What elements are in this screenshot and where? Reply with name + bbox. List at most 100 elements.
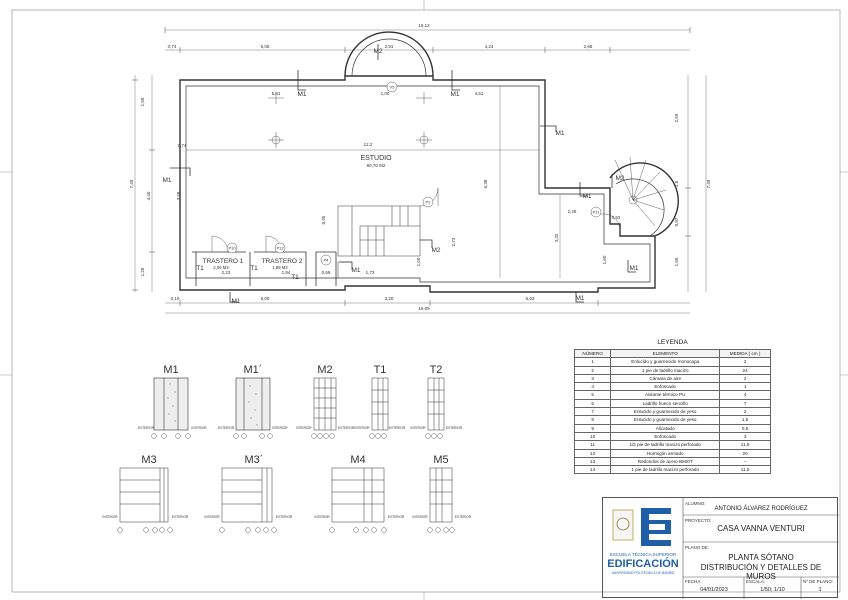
- legend-numero: 9: [573, 423, 612, 433]
- dim-inner-11: 0,95: [321, 215, 326, 224]
- dim-inner-12: 1,50: [416, 257, 421, 266]
- dim-overall-top: 16,12: [418, 23, 430, 28]
- dim-inner-10: 2,73: [451, 237, 456, 246]
- dim-inner-6: 6,38: [483, 179, 488, 188]
- dim-top-0: 0,74: [168, 44, 177, 49]
- school-line-2: EDIFICACIÓN: [607, 558, 679, 570]
- detail-t2-int: EXTERIOR: [446, 426, 463, 430]
- nplano-label: Nº DE PLANO:: [803, 579, 834, 584]
- detail-m5-int: EXTERIOR: [455, 515, 472, 519]
- legend-medida: 11,5: [719, 440, 771, 450]
- detail-m4-int: EXTERIOR: [388, 515, 405, 519]
- tag-t1-b: T1: [250, 265, 258, 272]
- dim-left-1: 7,49: [129, 179, 134, 188]
- legend-elemento: 1 pie de ladrillo macizo perforado: [610, 465, 721, 475]
- legend-medida: 0,5: [719, 423, 771, 433]
- dim-bottom-2: 3,20: [385, 296, 394, 301]
- door-tags: P2 P10 P12 P11 P4 V5: [226, 81, 602, 266]
- dim-right-3: 0,97: [674, 217, 679, 226]
- dim-left-0: 1,50: [140, 97, 145, 106]
- detail-m2-int: EXTERIOR: [338, 426, 355, 430]
- legend-numero: 3: [573, 373, 612, 384]
- legend-header-medida: MEDIDA ( cm ): [719, 348, 771, 359]
- legend-medida: 11,5: [719, 465, 771, 475]
- legend-numero: 4: [573, 382, 612, 392]
- plan-dimensions: 16,12 0,74 5,05 2,91 4,24 2,68 0,10 5,00…: [129, 23, 711, 311]
- tag-m2-b: M2: [615, 175, 624, 182]
- legend-numero: 8: [573, 415, 612, 425]
- tag-t1-a: T1: [196, 265, 204, 272]
- dim-inner-16: 2,23: [222, 270, 231, 275]
- detail-t1-label: T1: [374, 364, 387, 376]
- dim-bottom-0: 0,10: [171, 296, 180, 301]
- legend-medida: --: [719, 456, 771, 467]
- legend-elemento: Enlucido y guarnecido de yeso: [610, 415, 721, 425]
- wall-tags: M1 M1 M2 M1 M1 M1 M2 M2 M1 M1 M1 M1 T1 T…: [162, 48, 638, 305]
- nplano-value: 1: [818, 587, 822, 593]
- room-estudio-name: ESTUDIO: [360, 155, 392, 162]
- door-p2: P2: [426, 200, 432, 205]
- title-block-grid: [682, 498, 839, 599]
- legend-medida: 2: [719, 407, 771, 417]
- detail-m2-label: M2: [317, 364, 332, 376]
- proyecto-value: CASA VANNA VENTURI: [717, 524, 805, 533]
- title-block: ESCUELA TÉCNICA SUPERIOR EDIFICACIÓN UNI…: [602, 497, 839, 599]
- detail-m1-int: INTERIOR: [191, 426, 207, 430]
- legend-numero: 7: [573, 407, 612, 417]
- legend-numero: 6: [573, 398, 612, 409]
- tag-t1-c: T1: [291, 274, 299, 281]
- legend-elemento: Redondos de acero B500T: [610, 456, 721, 467]
- room-trastero2-area: 1,89 M2: [272, 265, 288, 270]
- tag-m1-d: M1: [162, 177, 171, 184]
- dim-inner-3: 0,74: [178, 143, 187, 148]
- legend-elemento: Ladrillo hueco sencillo: [610, 398, 721, 409]
- detail-m4-ext: INTERIOR: [314, 515, 330, 519]
- room-trastero1-name: TRASTERO 1: [203, 258, 244, 265]
- legend-numero: 5: [573, 390, 612, 400]
- tag-m2-c: M2: [431, 247, 440, 254]
- tag-m1-h: M1: [231, 298, 240, 305]
- legend-medida: 7: [719, 398, 771, 409]
- legend-numero: 14: [573, 465, 612, 475]
- legend-elemento: Hormigón armado: [610, 448, 721, 458]
- dim-inner-4: 12,2: [364, 142, 373, 147]
- plano-label: PLANO DE:: [685, 545, 710, 550]
- dim-left-2: 4,40: [146, 191, 151, 200]
- legend-medida: 1: [719, 382, 771, 392]
- detail-m1b-label: M1´: [244, 364, 263, 376]
- legend-medida: 20: [719, 448, 771, 458]
- dim-inner-5: 3,58: [176, 191, 181, 200]
- alumno-value: ANTONIO ÁLVAREZ RODRÍGUEZ: [714, 506, 808, 512]
- school-logo: [612, 508, 671, 546]
- dim-right-2: 1,8: [674, 180, 679, 187]
- legend-header-numero: NÚMERO: [573, 348, 612, 359]
- door-p4: P4: [324, 258, 330, 263]
- alumno-label: ALUMNO:: [685, 501, 706, 506]
- tag-m2-a: M2: [373, 48, 382, 55]
- dim-bottom-1: 5,00: [261, 296, 270, 301]
- room-trastero1-area: 2,06 M2: [213, 265, 229, 270]
- fecha-value: 04/01/2023: [700, 587, 728, 593]
- floor-plan: [132, 27, 707, 314]
- detail-m3-ext: INTERIOR: [102, 515, 118, 519]
- plano-line-1: PLANTA SÓTANO: [728, 553, 794, 562]
- plano-line-2: DISTRIBUCIÓN Y DETALLES DE MUROS: [700, 563, 822, 581]
- legend-header-elemento: ELEMENTO: [610, 348, 721, 359]
- legend-medida: 2: [719, 373, 771, 384]
- school-line-1: ESCUELA TÉCNICA SUPERIOR: [609, 552, 677, 557]
- escala-label: ESCALA:: [746, 579, 766, 584]
- dim-top-1: 5,05: [261, 44, 270, 49]
- dim-inner-9: 3,32: [554, 233, 559, 242]
- legend-elemento: Enlucido y guarnecido monocapa: [610, 357, 721, 367]
- legend-numero: 13: [573, 456, 612, 467]
- tag-m1-f: M1: [351, 267, 360, 274]
